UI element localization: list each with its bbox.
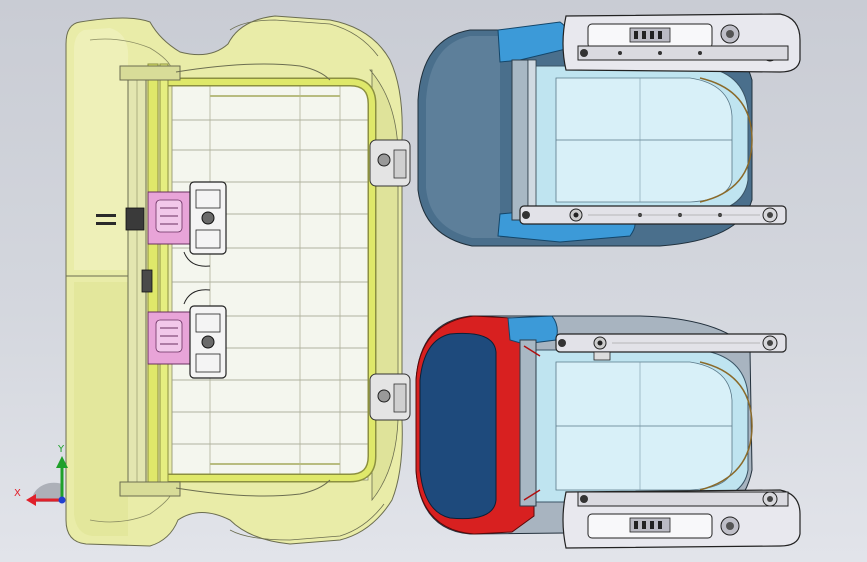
bracket-mount-lower bbox=[369, 373, 411, 421]
recliner-mechanism-top-blue bbox=[562, 13, 801, 73]
seat-rail-top-red bbox=[555, 333, 787, 361]
cushion-pad-lower bbox=[74, 282, 128, 536]
seat-back-assembly-red[interactable] bbox=[415, 315, 801, 549]
bracket-mount-upper bbox=[369, 139, 411, 187]
triad-y-label: Y bbox=[57, 444, 65, 455]
back-pad-navy bbox=[419, 332, 497, 520]
seat-cushion-frame-assembly[interactable] bbox=[65, 15, 411, 547]
seat-back-assembly-blue[interactable] bbox=[417, 13, 801, 247]
coordinate-triad: X Y bbox=[14, 444, 68, 506]
seat-rail-bottom-blue bbox=[519, 205, 787, 225]
cushion-pad-highlight bbox=[74, 28, 129, 270]
triad-z-axis bbox=[58, 496, 66, 504]
triad-base-shadow bbox=[31, 482, 62, 502]
recliner-mechanism-bottom-red bbox=[562, 489, 801, 549]
triad-x-label: X bbox=[14, 488, 21, 499]
latch-lower[interactable] bbox=[147, 289, 227, 379]
latch-upper[interactable] bbox=[147, 181, 227, 267]
